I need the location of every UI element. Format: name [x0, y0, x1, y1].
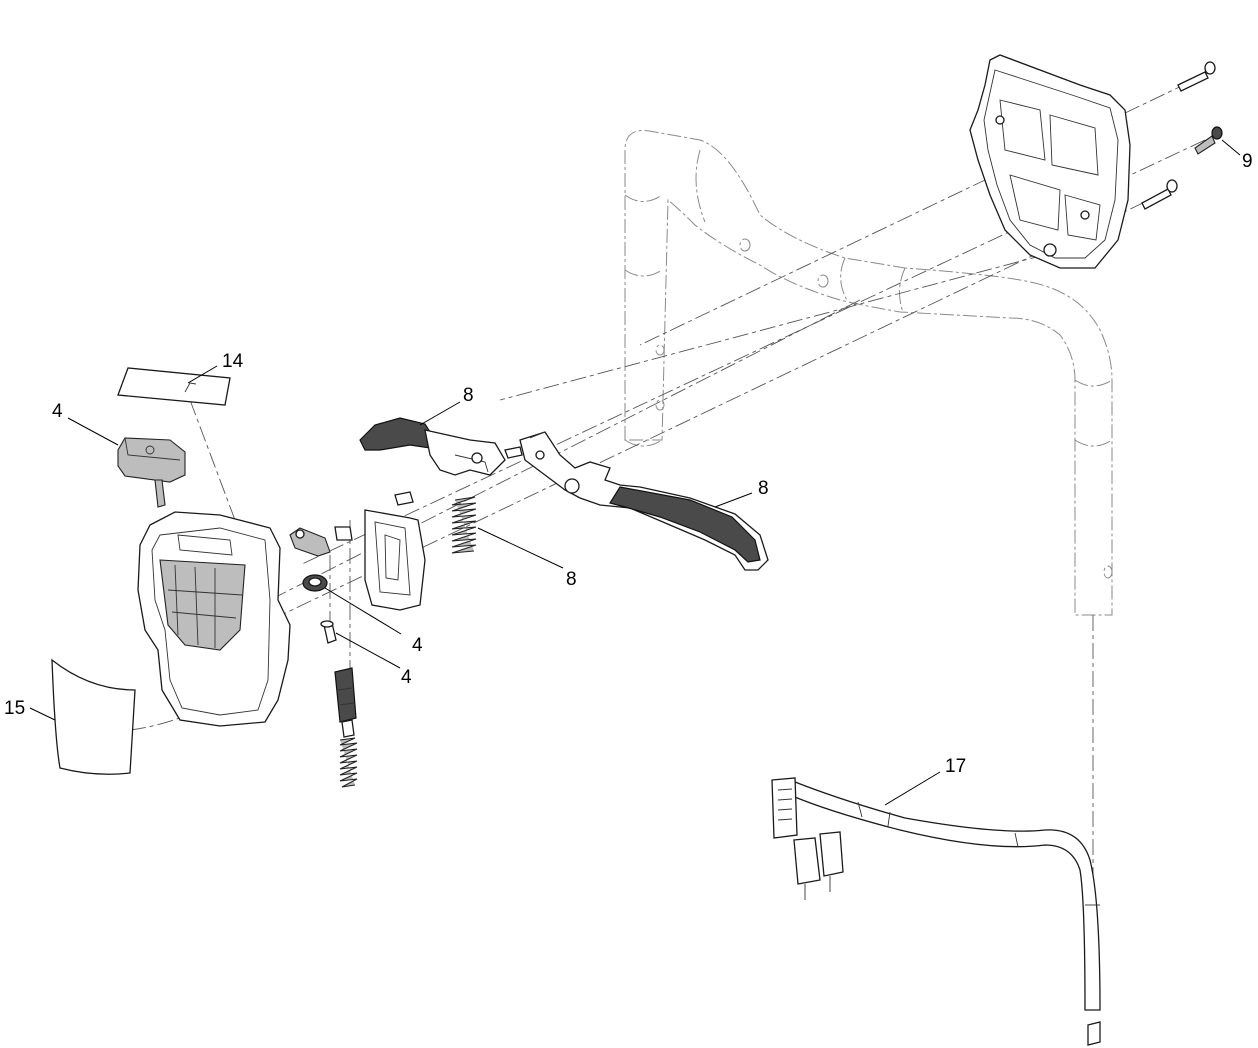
callout-8-spring: 8: [566, 569, 577, 590]
screw-lower: [1141, 179, 1178, 210]
spring-upper: [451, 496, 477, 554]
leader-lines: [29, 139, 1241, 806]
callout-4-knob: 4: [52, 401, 63, 422]
decal-label-14: [117, 367, 231, 406]
bracket-frame: [364, 509, 426, 611]
pin: [320, 620, 337, 644]
callout-9: 9: [1242, 151, 1253, 172]
handlebar-frame-phantom: [624, 130, 1113, 616]
screw-callout-9: [1194, 126, 1223, 155]
spring-lower: [339, 737, 358, 788]
screw-upper: [1177, 61, 1216, 92]
switch-actuator: [334, 667, 357, 738]
control-housing: [969, 54, 1131, 269]
callout-8-small-lever: 8: [463, 385, 474, 406]
callout-4-washer: 4: [412, 635, 423, 656]
wiring-harness: [771, 777, 1101, 1046]
callout-17: 17: [945, 756, 966, 777]
knob: [117, 437, 186, 508]
callout-14: 14: [222, 351, 244, 372]
washer: [302, 574, 328, 592]
lever-small: [359, 417, 523, 476]
callout-15: 15: [4, 698, 25, 719]
cover-15: [51, 658, 136, 775]
callout-4-pin: 4: [401, 667, 412, 688]
left-housing: [137, 511, 291, 727]
pin-and-latch: [289, 491, 414, 557]
callout-8-long-lever: 8: [758, 478, 769, 499]
lever-long: [519, 431, 769, 571]
